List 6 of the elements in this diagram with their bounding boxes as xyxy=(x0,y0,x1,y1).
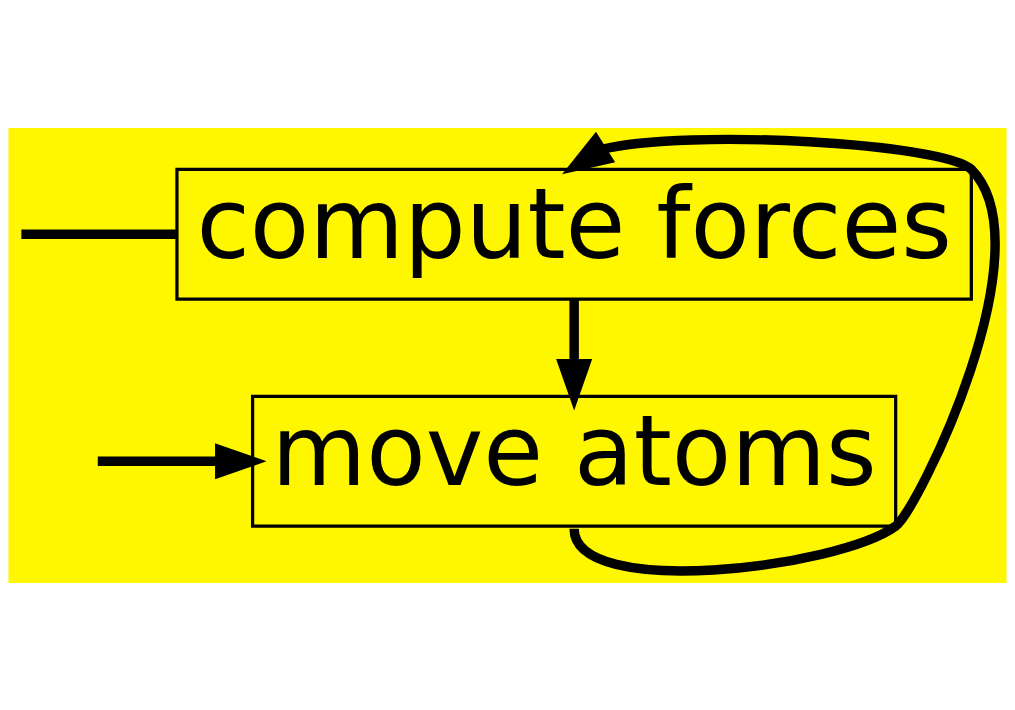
node-box: compute forces xyxy=(175,167,973,301)
arrow xyxy=(562,131,1000,575)
arrow xyxy=(556,299,593,411)
arrow xyxy=(97,442,267,479)
connector xyxy=(21,229,177,239)
node-box: move atoms xyxy=(251,394,898,528)
